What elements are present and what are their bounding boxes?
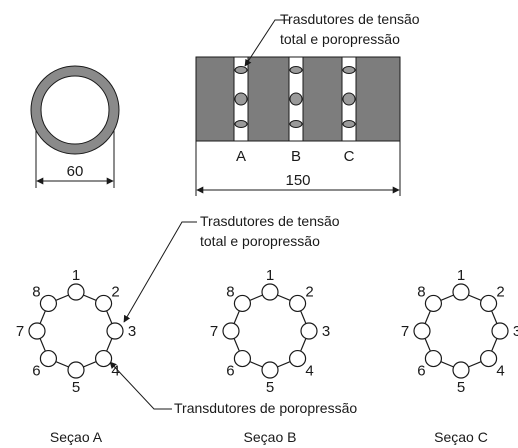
transducer-2 xyxy=(94,294,113,313)
sensor-band-a xyxy=(233,56,249,142)
sections-callout-leader xyxy=(123,221,197,323)
position-label: 6 xyxy=(226,363,234,380)
transducer-5 xyxy=(452,361,470,379)
position-label: 7 xyxy=(16,323,24,340)
transducer-1 xyxy=(452,283,470,301)
transducer-6 xyxy=(424,349,443,368)
transducer-8 xyxy=(424,294,443,313)
side-view-callout-line2: total e poropressão xyxy=(280,31,400,47)
section-label: Seçao C xyxy=(434,429,488,445)
position-label: 2 xyxy=(305,283,313,300)
sensor-band-c xyxy=(341,56,357,142)
position-label: 3 xyxy=(322,323,330,340)
section-letter-b: B xyxy=(291,148,301,165)
band-transducer xyxy=(289,92,303,106)
position-label: 6 xyxy=(32,363,40,380)
band-transducer xyxy=(342,66,356,74)
position-label: 8 xyxy=(417,283,425,300)
diameter-dimension-label: 60 xyxy=(67,163,84,180)
sensor-band-b xyxy=(288,56,304,142)
transducer-5 xyxy=(67,361,85,379)
transducer-7 xyxy=(413,322,431,340)
band-transducer xyxy=(289,66,303,74)
pipe-cross-section-outer-edge xyxy=(30,65,120,155)
transducer-8 xyxy=(39,294,58,313)
position-label: 3 xyxy=(128,323,136,340)
position-label: 2 xyxy=(111,283,119,300)
transducer-4 xyxy=(288,349,307,368)
band-transducer xyxy=(234,92,248,106)
transducer-5 xyxy=(261,361,279,379)
transducer-6 xyxy=(233,349,252,368)
transducer-7 xyxy=(222,322,240,340)
position-label: 4 xyxy=(111,363,119,380)
sections-callout-line1: Trasdutores de tensão xyxy=(200,213,340,229)
band-transducer xyxy=(234,66,248,74)
position-label: 1 xyxy=(72,267,80,284)
pipe-cross-section-inner-edge xyxy=(40,75,110,145)
position-label: 8 xyxy=(32,283,40,300)
position-label: 4 xyxy=(496,363,504,380)
transducer-2 xyxy=(479,294,498,313)
section-label: Seçao A xyxy=(50,429,103,445)
pore-pressure-callout: Transdutores de poropressão xyxy=(109,361,357,416)
pipe-cross-section: 60 xyxy=(30,65,120,188)
sensor-bands xyxy=(233,56,357,142)
transducer-6 xyxy=(39,349,58,368)
transducer-7 xyxy=(28,322,46,340)
transducer-3 xyxy=(106,322,124,340)
position-label: 3 xyxy=(513,323,518,340)
section-letter-c: C xyxy=(344,148,355,165)
sections-callout-line2: total e poropressão xyxy=(200,233,320,249)
length-dimension-label: 150 xyxy=(285,172,310,189)
transducer-1 xyxy=(261,283,279,301)
position-label: 5 xyxy=(457,379,465,396)
position-label: 4 xyxy=(305,363,313,380)
position-label: 1 xyxy=(266,267,274,284)
band-transducer xyxy=(289,120,303,128)
sections-callout: Trasdutores de tensão total e poropressã… xyxy=(123,213,340,323)
transducer-2 xyxy=(288,294,307,313)
position-label: 8 xyxy=(226,283,234,300)
transducer-4 xyxy=(479,349,498,368)
position-label: 7 xyxy=(210,323,218,340)
pipe-cross-section-ring xyxy=(31,66,119,154)
pipe-side-view: Trasdutores de tensão total e poropressã… xyxy=(195,11,420,196)
transducer-4 xyxy=(94,349,113,368)
position-label: 1 xyxy=(457,267,465,284)
side-view-callout-leader xyxy=(244,19,290,67)
pore-pressure-callout-label: Transdutores de poropressão xyxy=(174,400,357,416)
transducer-8 xyxy=(233,294,252,313)
band-transducer xyxy=(342,120,356,128)
position-label: 7 xyxy=(401,323,409,340)
pore-pressure-callout-leader xyxy=(109,361,172,410)
position-label: 5 xyxy=(266,379,274,396)
band-transducer xyxy=(234,120,248,128)
position-label: 5 xyxy=(72,379,80,396)
section-letter-a: A xyxy=(236,148,246,165)
band-transducer xyxy=(342,92,356,106)
side-view-callout-line1: Trasdutores de tensão xyxy=(280,11,420,27)
transducer-3 xyxy=(491,322,509,340)
transducer-1 xyxy=(67,283,85,301)
position-label: 2 xyxy=(496,283,504,300)
transducer-3 xyxy=(300,322,318,340)
section-label: Seçao B xyxy=(244,429,297,445)
position-label: 6 xyxy=(417,363,425,380)
